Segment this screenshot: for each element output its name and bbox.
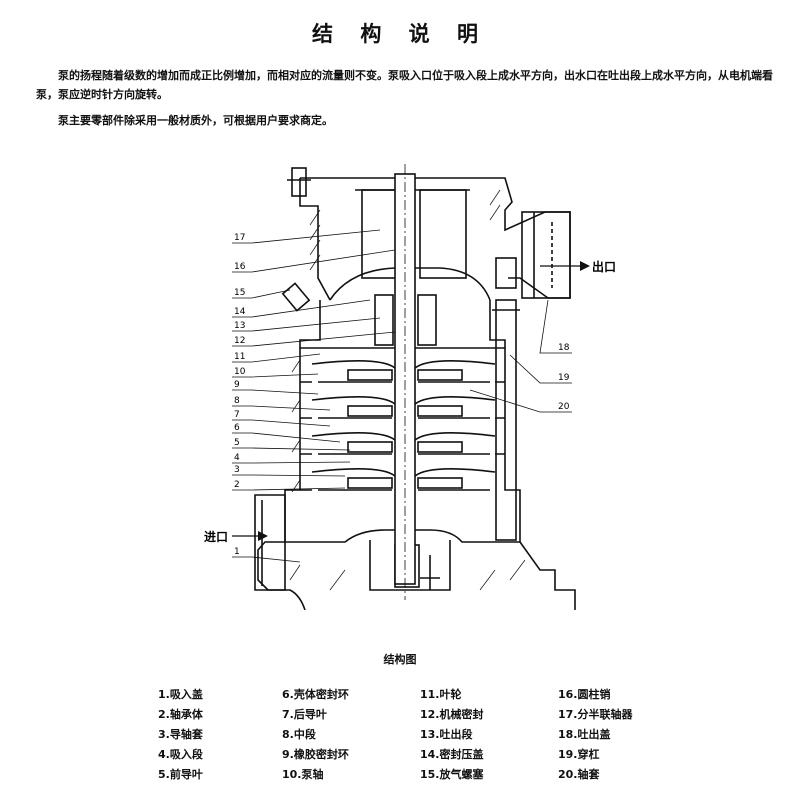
callout-8: 8 — [234, 396, 240, 406]
callout-leader-3 — [232, 474, 346, 477]
legend-item: 12.机械密封 — [420, 708, 484, 721]
legend-item: 2.轴承体 — [158, 708, 203, 721]
callout-11: 11 — [234, 352, 245, 362]
legend-item: 16.圆柱销 — [558, 688, 611, 701]
legend-item: 20.轴套 — [558, 768, 600, 781]
callout-leader-2 — [232, 487, 346, 491]
callout-leader-10 — [232, 373, 319, 378]
callout-leader-19 — [509, 354, 572, 384]
legend-item: 18.吐出盖 — [558, 728, 611, 741]
callout-20: 20 — [558, 402, 570, 412]
callout-leader-8 — [232, 405, 331, 411]
callout-leader-6 — [232, 432, 341, 443]
legend-item: 5.前导叶 — [158, 768, 203, 781]
callout-12: 12 — [234, 336, 245, 346]
callout-18: 18 — [558, 343, 570, 353]
callout-15: 15 — [234, 288, 245, 298]
page-title: 结 构 说 明 — [312, 22, 488, 46]
legend-item: 19.穿杠 — [558, 748, 600, 761]
callout-leader-16 — [232, 249, 396, 273]
callout-19: 19 — [558, 373, 570, 383]
callout-6: 6 — [234, 423, 240, 433]
legend-item: 13.吐出段 — [420, 728, 473, 741]
callout-leader-17 — [232, 229, 381, 244]
callout-leader-13 — [232, 317, 381, 332]
callout-9: 9 — [234, 380, 240, 390]
callout-5: 5 — [234, 438, 240, 448]
callout-16: 16 — [234, 262, 246, 272]
legend-item: 1.吸入盖 — [158, 688, 203, 701]
legend-item: 17.分半联轴器 — [558, 708, 633, 721]
callout-7: 7 — [234, 410, 240, 420]
diagram-caption: 结构图 — [383, 653, 417, 666]
callout-leader-5 — [232, 447, 351, 451]
outlet-label: 出口 — [592, 259, 616, 274]
legend-item: 6.壳体密封环 — [282, 688, 349, 701]
callout-leader-1 — [232, 556, 301, 563]
section-hatching — [289, 189, 526, 591]
callout-leader-7 — [232, 419, 331, 427]
pump-structure-diagram: 出口 进口 17 16 15 14 13 12 11 10 9 8 7 6 5 4 3 2 1 18 19 20 — [204, 164, 616, 610]
callout-leader-15 — [232, 289, 291, 299]
inlet-arrow — [232, 531, 268, 541]
callout-4: 4 — [234, 453, 240, 463]
legend-item: 10.泵轴 — [282, 768, 324, 781]
callout-leader-12 — [232, 331, 396, 347]
callout-leader-18 — [539, 299, 572, 354]
callout-leader-11 — [232, 353, 321, 363]
callout-17: 17 — [234, 233, 245, 243]
pump-shaft — [394, 164, 416, 600]
callout-leader-20 — [469, 389, 572, 413]
callout-3: 3 — [234, 465, 240, 475]
callout-leader-9 — [232, 389, 319, 395]
legend-item: 7.后导叶 — [282, 708, 327, 721]
legend-item: 8.中段 — [282, 728, 316, 741]
legend-item: 9.橡胶密封环 — [282, 748, 349, 761]
callout-leader-14 — [232, 299, 371, 318]
callout-1: 1 — [234, 547, 240, 557]
callout-13: 13 — [234, 321, 245, 331]
legend-item: 4.吸入段 — [158, 748, 203, 761]
legend-item: 15.放气螺塞 — [420, 768, 484, 781]
description-paragraph-1: 泵的扬程随着级数的增加而成正比例增加，而相对应的流量则不变。泵吸入口位于吸入段上… — [36, 69, 773, 101]
callout-14: 14 — [234, 307, 246, 317]
callout-labels: 17 16 15 14 13 12 11 10 9 8 7 6 5 4 3 2 1 18 19 20 — [232, 229, 572, 563]
callout-2: 2 — [234, 480, 240, 490]
outlet-arrow — [540, 261, 590, 271]
legend-item: 3.导轴套 — [158, 728, 203, 741]
callout-10: 10 — [234, 367, 246, 377]
callout-leader-4 — [232, 461, 351, 464]
legend-item: 11.叶轮 — [420, 688, 462, 701]
description-paragraph-2: 泵主要零部件除采用一般材质外，可根据用户要求商定。 — [58, 114, 333, 127]
legend-item: 14.密封压盖 — [420, 748, 484, 761]
inlet-label: 进口 — [204, 529, 228, 544]
